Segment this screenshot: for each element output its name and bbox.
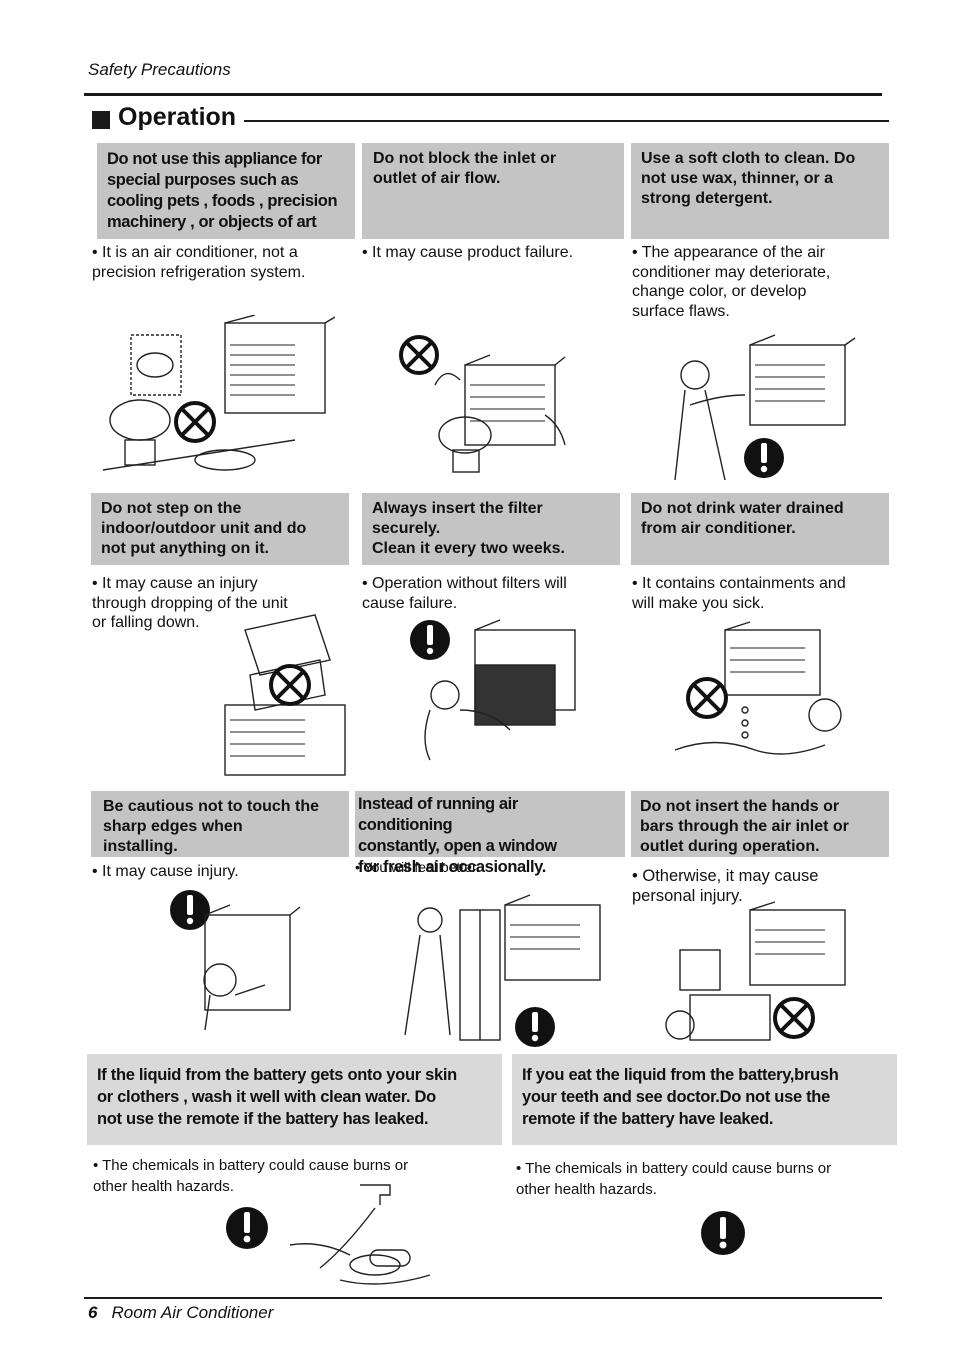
card-1-title: Do not use this appliance for special pu…: [97, 143, 355, 239]
illustration-do-not-drink-water: [674, 621, 842, 755]
card-8-title: Instead of running air conditioning cons…: [355, 791, 625, 876]
illustration-blocked-airflow: [399, 335, 566, 473]
card-6-title: Do not drink water drained from air cond…: [631, 493, 889, 565]
illustration-sharp-edges: [170, 890, 301, 1031]
card-3-note: • The appearance of the air conditioner …: [632, 244, 831, 320]
page-header-title: Safety Precautions: [88, 60, 231, 79]
card-3-title: Use a soft cloth to clean. Do not use wa…: [631, 143, 889, 239]
illustration-insert-filter: [410, 619, 576, 761]
battery-ingest-warning-title: If you eat the liquid from the battery,b…: [512, 1054, 897, 1145]
card-7-title: Be cautious not to touch the sharp edges…: [91, 791, 349, 857]
battery-ingest-warning-note: • The chemicals in battery could cause b…: [516, 1160, 832, 1198]
card-2-note: • It may cause product failure.: [362, 244, 574, 261]
illustration-open-window: [404, 894, 601, 1047]
page-number: 6: [88, 1303, 98, 1322]
header-rule: [84, 93, 882, 96]
battery-skin-warning-note: • The chemicals in battery could cause b…: [93, 1157, 409, 1195]
card-6-note: • It contains containments and will make…: [632, 575, 846, 612]
section-rule: [244, 120, 889, 122]
illustration-pets-plants-aircon: [102, 315, 335, 471]
card-9-title: Do not insert the hands or bars through …: [631, 791, 889, 857]
card-4-title: Do not step on the indoor/outdoor unit a…: [91, 493, 349, 565]
card-7-note: • It may cause injury.: [92, 863, 239, 880]
section-square-bullet-icon: [92, 111, 110, 129]
page-footer: 6 Room Air Conditioner: [88, 1303, 273, 1323]
card-2-title: Do not block the inlet or outlet of air …: [362, 143, 624, 239]
section-title: Operation: [118, 103, 237, 131]
illustration-wash-hands-battery: [226, 1184, 431, 1285]
card-5-note: • Operation without filters will cause f…: [362, 575, 567, 612]
card-8-note: • You will feel better.: [355, 859, 480, 875]
card-1-note: • It is an air conditioner, not a precis…: [92, 244, 306, 281]
illustration-do-not-step-on-unit: [224, 614, 346, 776]
card-5-title: Always insert the filter securely. Clean…: [362, 493, 620, 565]
card-4-note: • It may cause an injury through droppin…: [92, 575, 288, 631]
battery-skin-warning-title: If the liquid from the battery gets onto…: [87, 1054, 502, 1145]
footer-rule: [84, 1297, 882, 1299]
footer-title: Room Air Conditioner: [111, 1303, 274, 1322]
illustration-cleaning-with-cloth: [674, 334, 856, 480]
card-9-note: • Otherwise, it may cause personal injur…: [632, 867, 819, 905]
warning-exclamation-icon: [701, 1211, 745, 1255]
illustration-do-not-insert-hands: [665, 901, 846, 1041]
